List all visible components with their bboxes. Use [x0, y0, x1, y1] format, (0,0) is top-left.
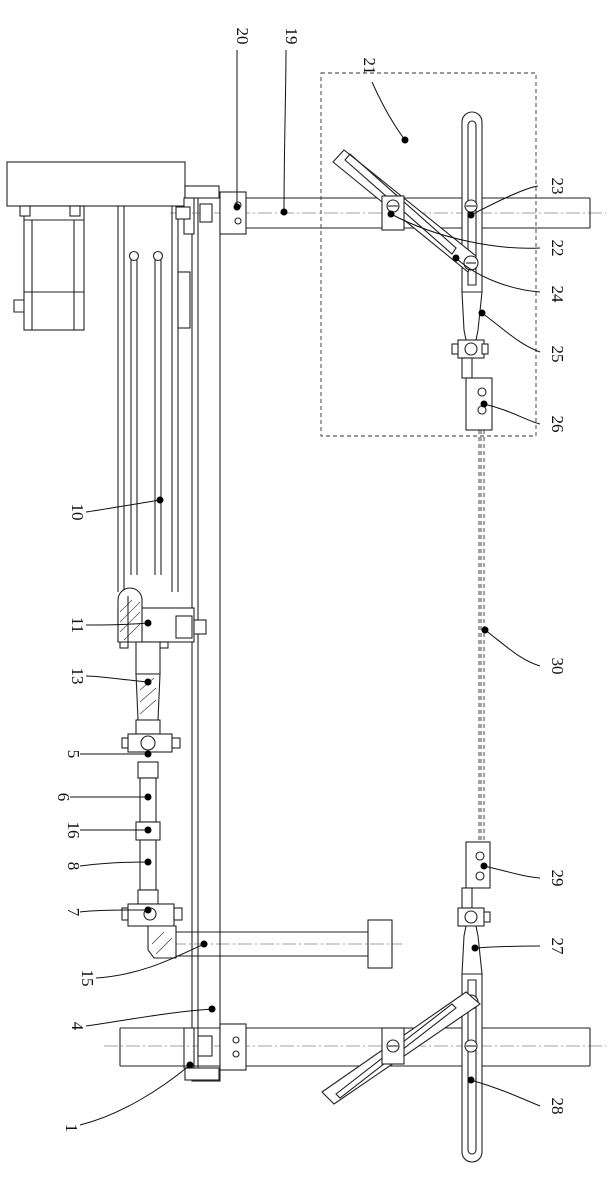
- label-15: 15: [78, 970, 97, 987]
- label-30: 30: [548, 658, 567, 675]
- label-23: 23: [548, 178, 567, 195]
- label-6: 6: [54, 793, 73, 802]
- label-20: 20: [233, 28, 252, 45]
- label-29: 29: [548, 870, 567, 887]
- label-1: 1: [62, 1124, 81, 1133]
- label-27: 27: [548, 938, 567, 956]
- label-5: 5: [64, 750, 83, 759]
- label-4: 4: [68, 1022, 87, 1031]
- lower-crank: [322, 842, 490, 1162]
- label-22: 22: [548, 240, 567, 257]
- label-25: 25: [548, 346, 567, 363]
- label-13: 13: [68, 668, 87, 685]
- upper-crank: [333, 112, 492, 430]
- label-16: 16: [64, 822, 83, 839]
- label-26: 26: [548, 416, 567, 433]
- chain-cable: [479, 430, 484, 842]
- label-8: 8: [64, 862, 83, 871]
- label-21: 21: [360, 58, 379, 75]
- detail-region-box: [321, 73, 536, 436]
- rod-assembly: [122, 642, 182, 958]
- label-7: 7: [64, 908, 83, 917]
- label-28: 28: [548, 1098, 567, 1115]
- label-10: 10: [68, 504, 87, 521]
- motor-housing: [7, 162, 185, 330]
- label-19: 19: [282, 28, 301, 45]
- cylinder-body: [118, 206, 190, 592]
- label-11: 11: [68, 617, 87, 633]
- lever-arm: [150, 920, 402, 968]
- label-24: 24: [548, 286, 567, 304]
- bottom-shaft: [104, 1024, 606, 1070]
